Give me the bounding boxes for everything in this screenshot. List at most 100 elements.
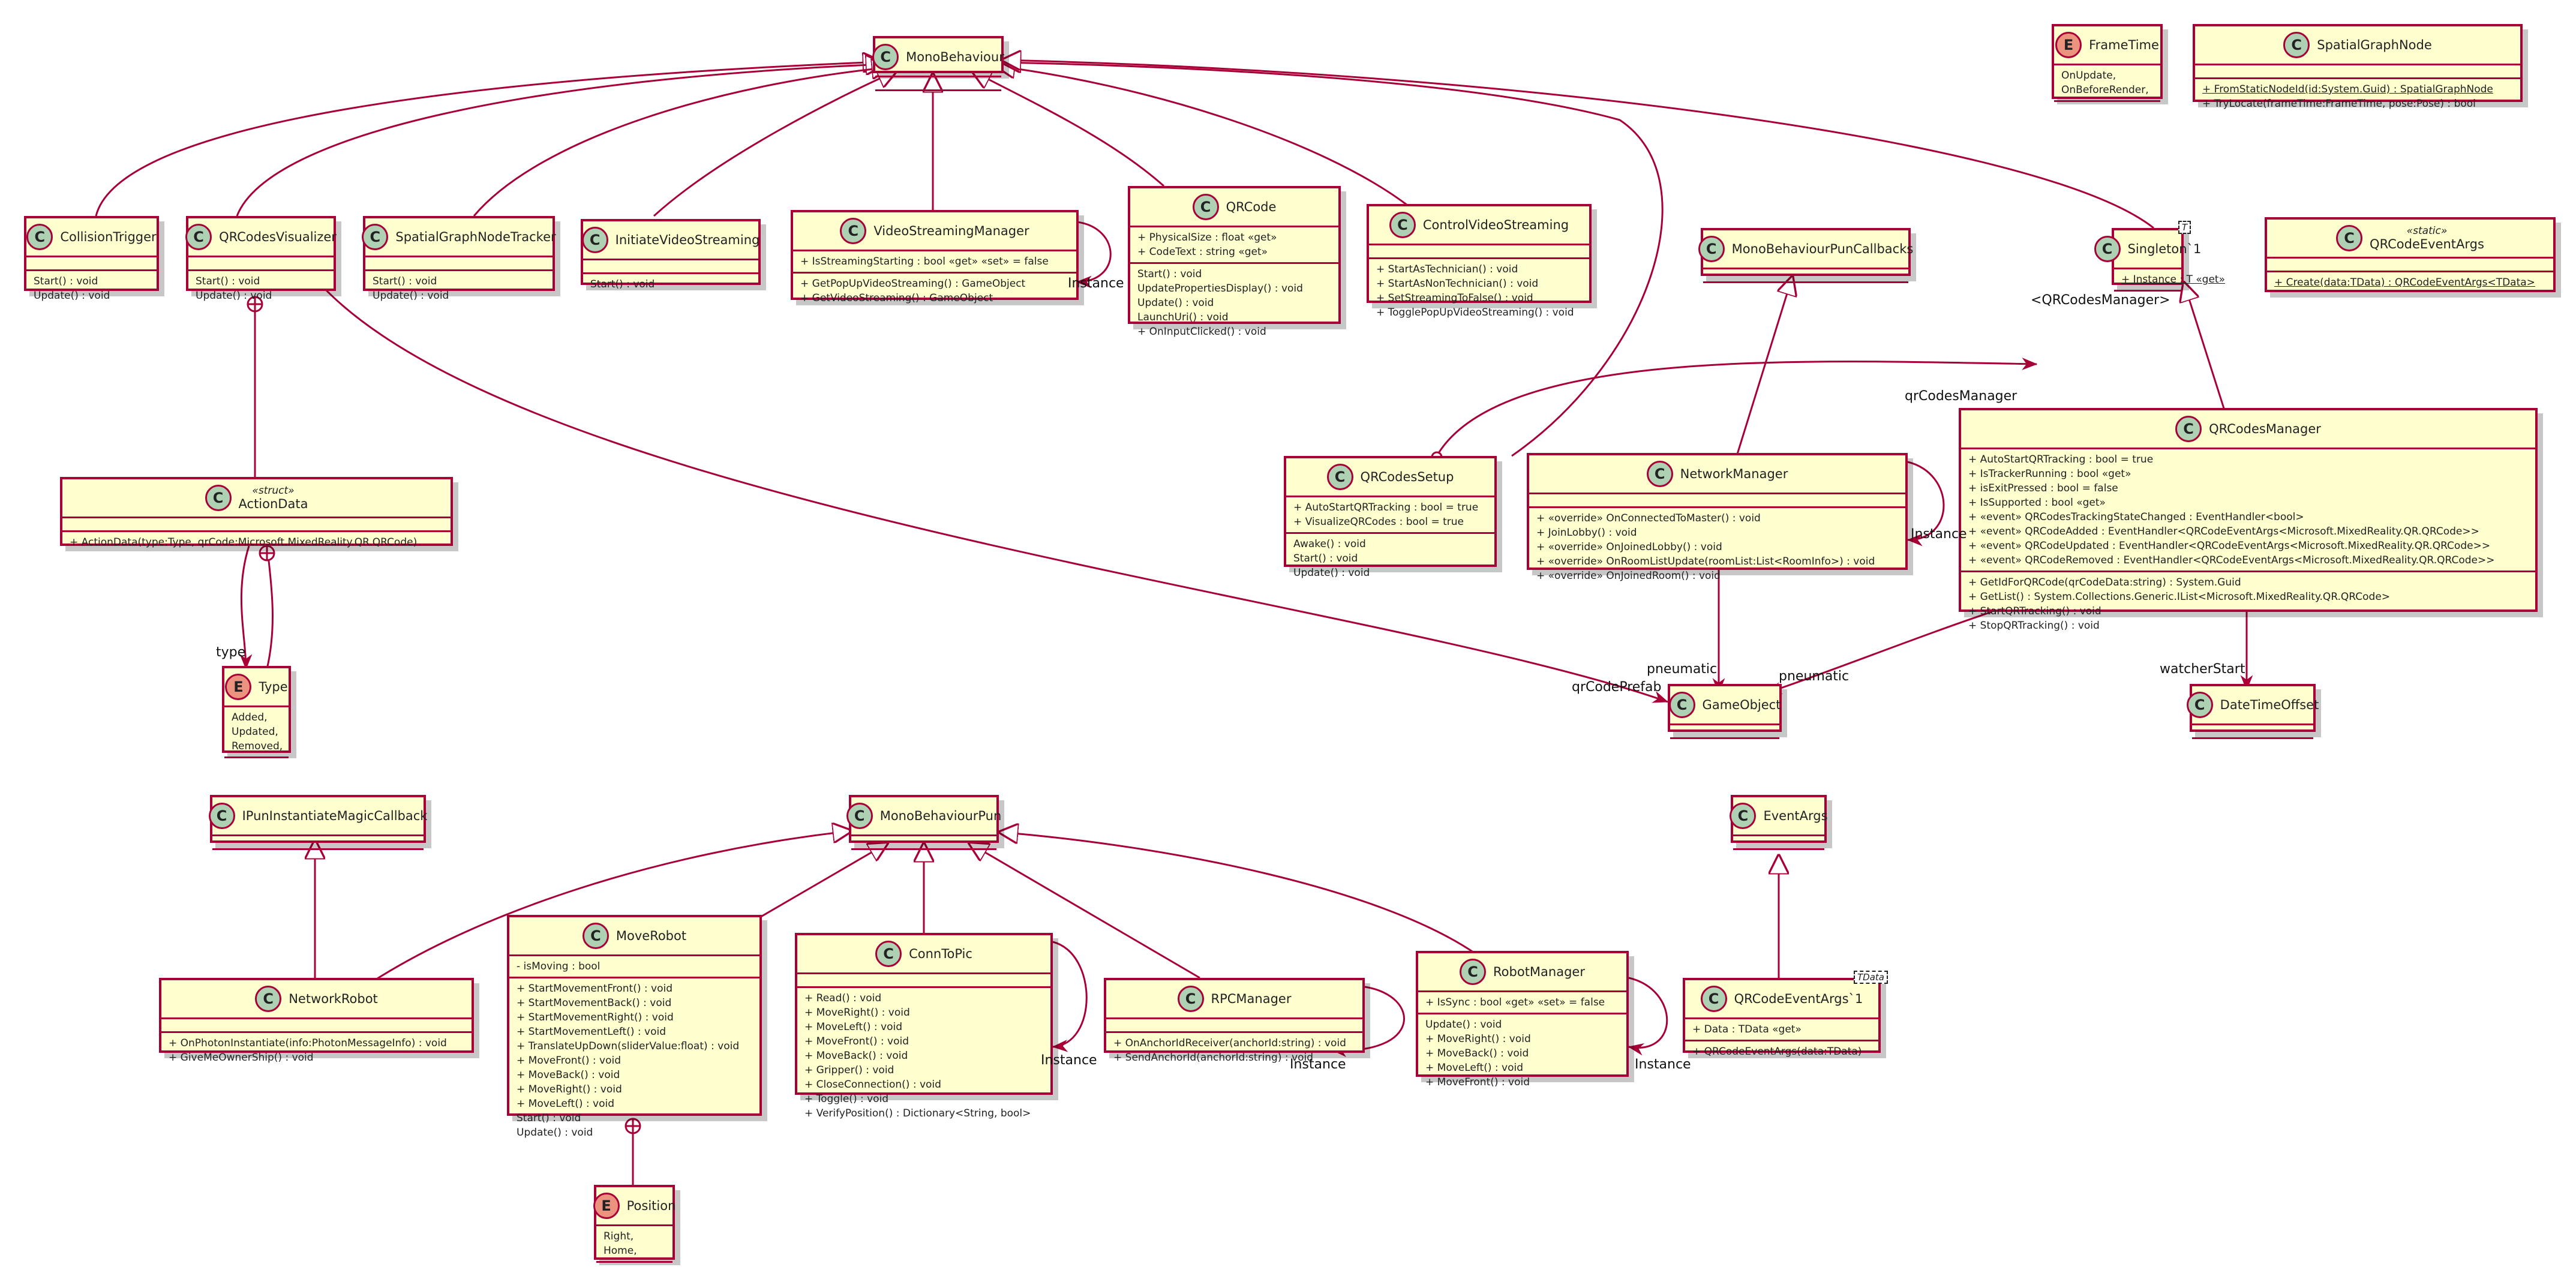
method-text: + OnPhotonInstantiate(info:PhotonMessage… xyxy=(169,1037,447,1049)
method-text: + StopQRTracking() : void xyxy=(1968,620,2100,632)
method: + GetVideoStreaming() : GameObject xyxy=(800,291,1069,305)
collisiontrigger-name: CollisionTrigger xyxy=(60,230,157,244)
videostreamingmanager-name: VideoStreamingManager xyxy=(873,224,1029,238)
qrcode-header: C QRCode xyxy=(1130,188,1338,226)
class-icon: C xyxy=(1192,194,1219,220)
field: + Instance : T «get» xyxy=(2121,272,2225,287)
method: + StartQRTracking() : void xyxy=(1968,604,2528,619)
networkrobot-methods: + OnPhotonInstantiate(info:PhotonMessage… xyxy=(161,1031,472,1068)
field: OnBeforeRender, xyxy=(2061,83,2153,97)
class-icon: C xyxy=(1177,986,1204,1012)
class-icon: C xyxy=(362,224,389,250)
field: Right, xyxy=(604,1229,665,1244)
label-instance-nm: Instance xyxy=(1911,527,1967,542)
label-pneumatic-nm: pneumatic xyxy=(1647,662,1718,677)
field-text: Updated, xyxy=(232,726,278,738)
method-text: + TranslateUpDown(sliderValue:float) : v… xyxy=(517,1040,740,1052)
method-text: + CloseConnection() : void xyxy=(804,1079,941,1091)
method-text: + Toggle() : void xyxy=(804,1093,889,1105)
field: + «event» QRCodeUpdated : EventHandler<Q… xyxy=(1968,539,2528,553)
field-text: + Data : TData «get» xyxy=(1692,1023,1802,1035)
spatialgraphnodetracker-header: C SpatialGraphNodeTracker xyxy=(362,218,556,256)
ipuninstantiatemagiccallback-name: IPunInstantiateMagicCallback xyxy=(242,809,428,823)
class-icon: C xyxy=(1460,959,1487,985)
method: + VerifyPosition() : Dictionary<String, … xyxy=(804,1106,1043,1121)
edge-qrcodessetup-mb xyxy=(1002,62,1664,457)
spatialgraphnodetracker-name: SpatialGraphNodeTracker xyxy=(395,230,556,244)
method-text: Update() : void xyxy=(1293,567,1370,579)
monobehaviourpuncallbacks-name: MonoBehaviourPunCallbacks xyxy=(1731,242,1914,256)
field: + IsSupported : bool «get» xyxy=(1968,496,2528,510)
method: + MoveBack() : void xyxy=(517,1068,752,1082)
label-type-role: type xyxy=(216,645,246,660)
qrcodeeventargs-methods: + Create(data:TData) : QRCodeEventArgs<T… xyxy=(2267,271,2553,293)
method-text: + GetPopUpVideoStreaming() : GameObject xyxy=(800,278,1026,290)
class-actiondata[interactable]: C«struct»ActionData+ ActionData(type:Typ… xyxy=(60,477,453,548)
method-text: + MoveRight() : void xyxy=(1425,1033,1531,1045)
method-text: UpdatePropertiesDisplay() : void xyxy=(1137,283,1303,295)
field-text: + «event» QRCodeUpdated : EventHandler<Q… xyxy=(1968,540,2491,552)
class-qrcodeeventargs[interactable]: C«static»QRCodeEventArgs+ Create(data:TD… xyxy=(2265,217,2556,292)
label-qrcodesmanager-role: qrCodesManager xyxy=(1905,389,2017,404)
method-text: + StartQRTracking() : void xyxy=(1968,605,2101,617)
method-text: Start() : void xyxy=(1137,268,1202,280)
class-icon: C xyxy=(2336,225,2363,251)
method: + Gripper() : void xyxy=(804,1063,1043,1077)
method: Start() : void xyxy=(517,1111,752,1125)
method-text: + SetStreamingToFalse() : void xyxy=(1376,292,1533,304)
method-text: + MoveFront() : void xyxy=(804,1035,909,1047)
class-icon: C xyxy=(875,941,902,967)
rpcmanager-methods: + OnAnchorIdReceiver(anchorId:string) : … xyxy=(1106,1031,1362,1068)
method-text: Update() : void xyxy=(373,290,449,302)
class-icon: C xyxy=(872,44,899,70)
method: + «override» OnJoinedLobby() : void xyxy=(1536,540,1898,554)
field-text: + IsTrackerRunning : bool «get» xyxy=(1968,468,2131,480)
edge-qrcodesmanager-singleton xyxy=(2184,282,2227,415)
conntopic-methods: + Read() : void+ MoveRight() : void+ Mov… xyxy=(797,986,1050,1124)
method-text: + StartAsTechnician() : void xyxy=(1376,263,1518,275)
method-text: + MoveRight() : void xyxy=(804,1007,910,1019)
method-text: Start() : void xyxy=(517,1112,581,1124)
monobehaviourpuncallbacks-fields xyxy=(1703,268,1908,281)
method: Awake() : void xyxy=(1293,537,1487,551)
method-text: + TogglePopUpVideoStreaming() : void xyxy=(1376,307,1574,319)
qrcode-name: QRCode xyxy=(1226,200,1277,214)
edge-moverobot-mbp xyxy=(758,843,888,919)
monobehaviourpuncallbacks-methods xyxy=(1703,281,1908,295)
initiatevideostreaming-methods: Start() : void xyxy=(583,272,758,295)
method-text: + GiveMeOwnerShip() : void xyxy=(169,1052,314,1064)
eventargs-fields xyxy=(1733,834,1824,848)
